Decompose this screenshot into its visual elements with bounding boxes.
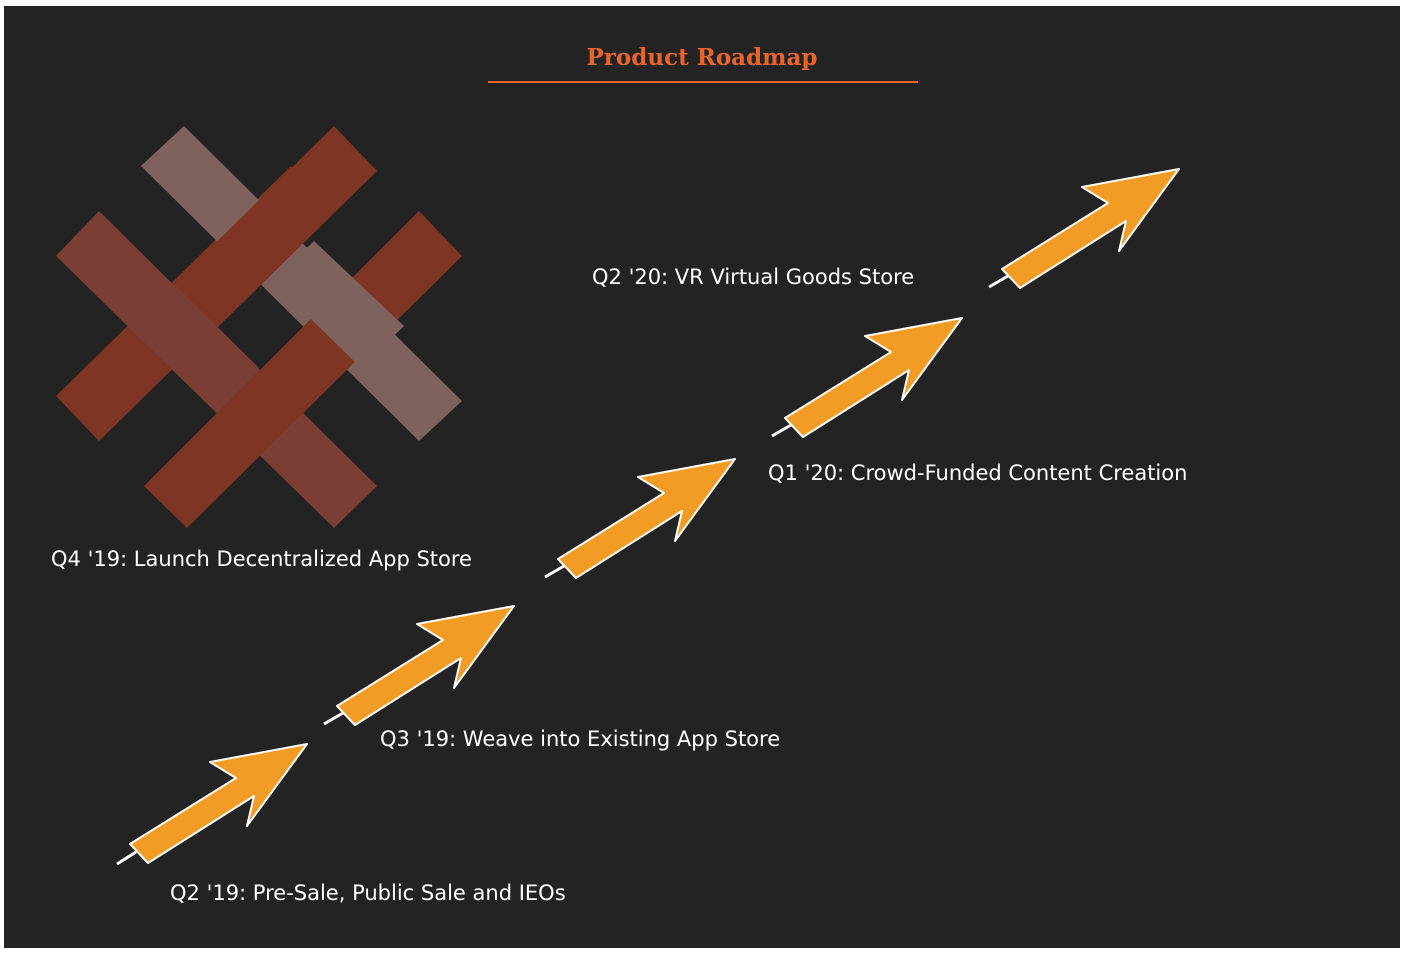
page-title: Product Roadmap <box>586 44 818 71</box>
arrow-5 <box>988 168 1180 289</box>
roadmap-graphic <box>56 126 1180 866</box>
title-underline <box>488 81 918 83</box>
logo-bar-weave-mid <box>132 284 259 411</box>
woven-cross-logo <box>56 126 462 528</box>
arrow-4 <box>771 317 963 438</box>
milestone-q2-19: Q2 '19: Pre-Sale, Public Sale and IEOs <box>170 881 566 905</box>
milestone-q1-20: Q1 '20: Crowd-Funded Content Creation <box>768 461 1188 485</box>
roadmap-slide: Product Roadmap <box>4 6 1400 948</box>
milestone-q4-19: Q4 '19: Launch Decentralized App Store <box>51 547 472 571</box>
arrow-1 <box>116 743 308 866</box>
arrow-3 <box>544 458 736 579</box>
logo-bar-top-right <box>144 211 462 528</box>
milestone-q2-20: Q2 '20: VR Virtual Goods Store <box>592 265 915 289</box>
roadmap-arrows <box>116 168 1180 866</box>
arrow-2 <box>323 605 515 726</box>
logo-bar-weave-top <box>174 126 377 328</box>
milestone-q3-19: Q3 '19: Weave into Existing App Store <box>380 727 781 751</box>
logo-bar-weave-light <box>272 241 404 368</box>
